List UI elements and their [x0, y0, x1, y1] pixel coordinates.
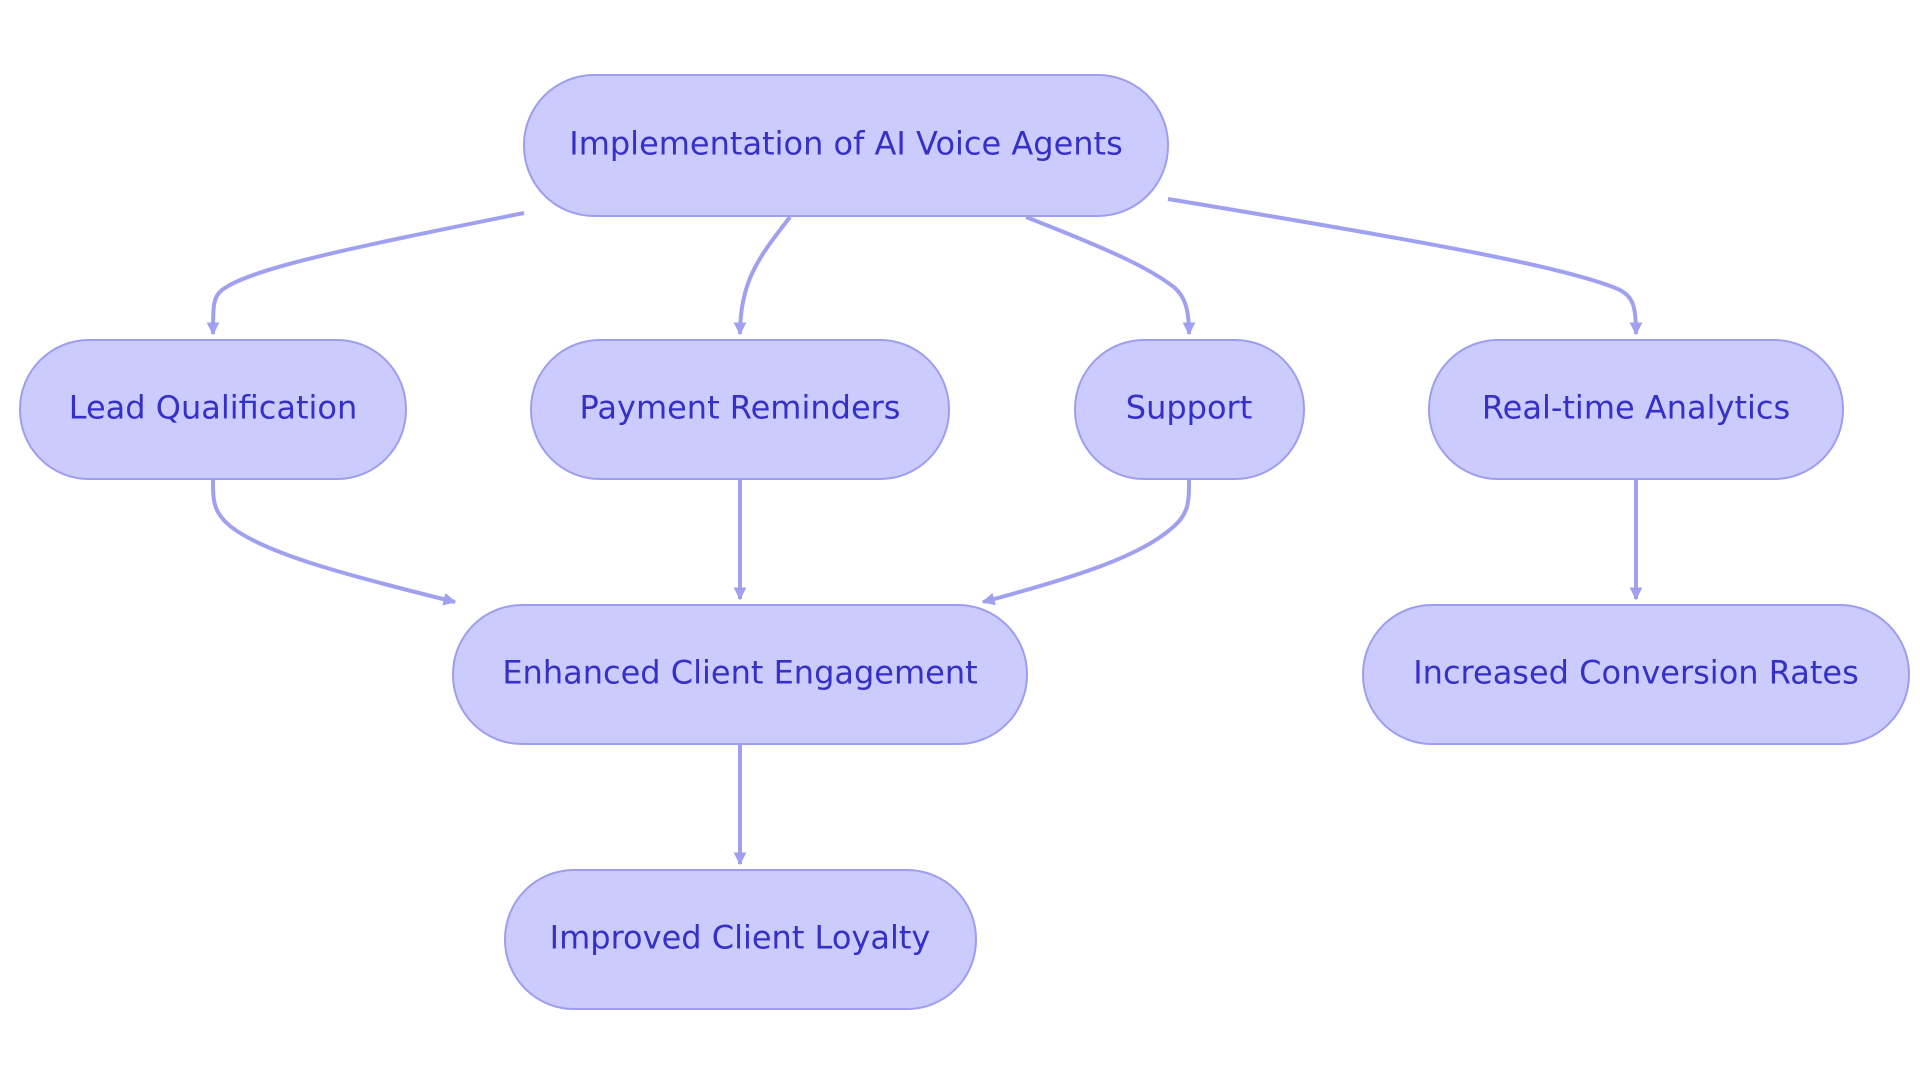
node-label: Support	[1126, 389, 1253, 427]
node-real-time-analytics: Real-time Analytics	[1428, 339, 1844, 480]
node-improved-client-loyalty: Improved Client Loyalty	[504, 869, 977, 1010]
node-support: Support	[1074, 339, 1305, 480]
node-lead-qualification: Lead Qualification	[19, 339, 407, 480]
edge-root-to-payment-reminders	[733, 215, 792, 336]
edge-support-to-enhanced-client-engagement	[981, 479, 1191, 606]
edge-root-to-support	[1025, 215, 1196, 336]
edge-root-to-real-time-analytics	[1167, 197, 1643, 336]
node-label: Increased Conversion Rates	[1413, 654, 1859, 692]
node-payment-reminders: Payment Reminders	[530, 339, 950, 480]
edge-lead-qualification-to-enhanced-client-engagement	[211, 479, 457, 606]
node-label: Enhanced Client Engagement	[502, 654, 977, 692]
node-increased-conversion-rates: Increased Conversion Rates	[1362, 604, 1910, 745]
edge-root-to-lead-qualification	[206, 211, 525, 336]
node-label: Lead Qualification	[69, 389, 358, 427]
node-enhanced-client-engagement: Enhanced Client Engagement	[452, 604, 1028, 745]
node-label: Improved Client Loyalty	[550, 919, 931, 957]
node-label: Real-time Analytics	[1482, 389, 1790, 427]
node-implementation-of-ai-voice-agents: Implementation of AI Voice Agents	[523, 74, 1169, 217]
edges-layer	[206, 197, 1643, 866]
node-label: Payment Reminders	[580, 389, 901, 427]
nodes-layer: Implementation of AI Voice Agents Lead Q…	[19, 74, 1910, 1010]
node-label: Implementation of AI Voice Agents	[569, 125, 1123, 163]
